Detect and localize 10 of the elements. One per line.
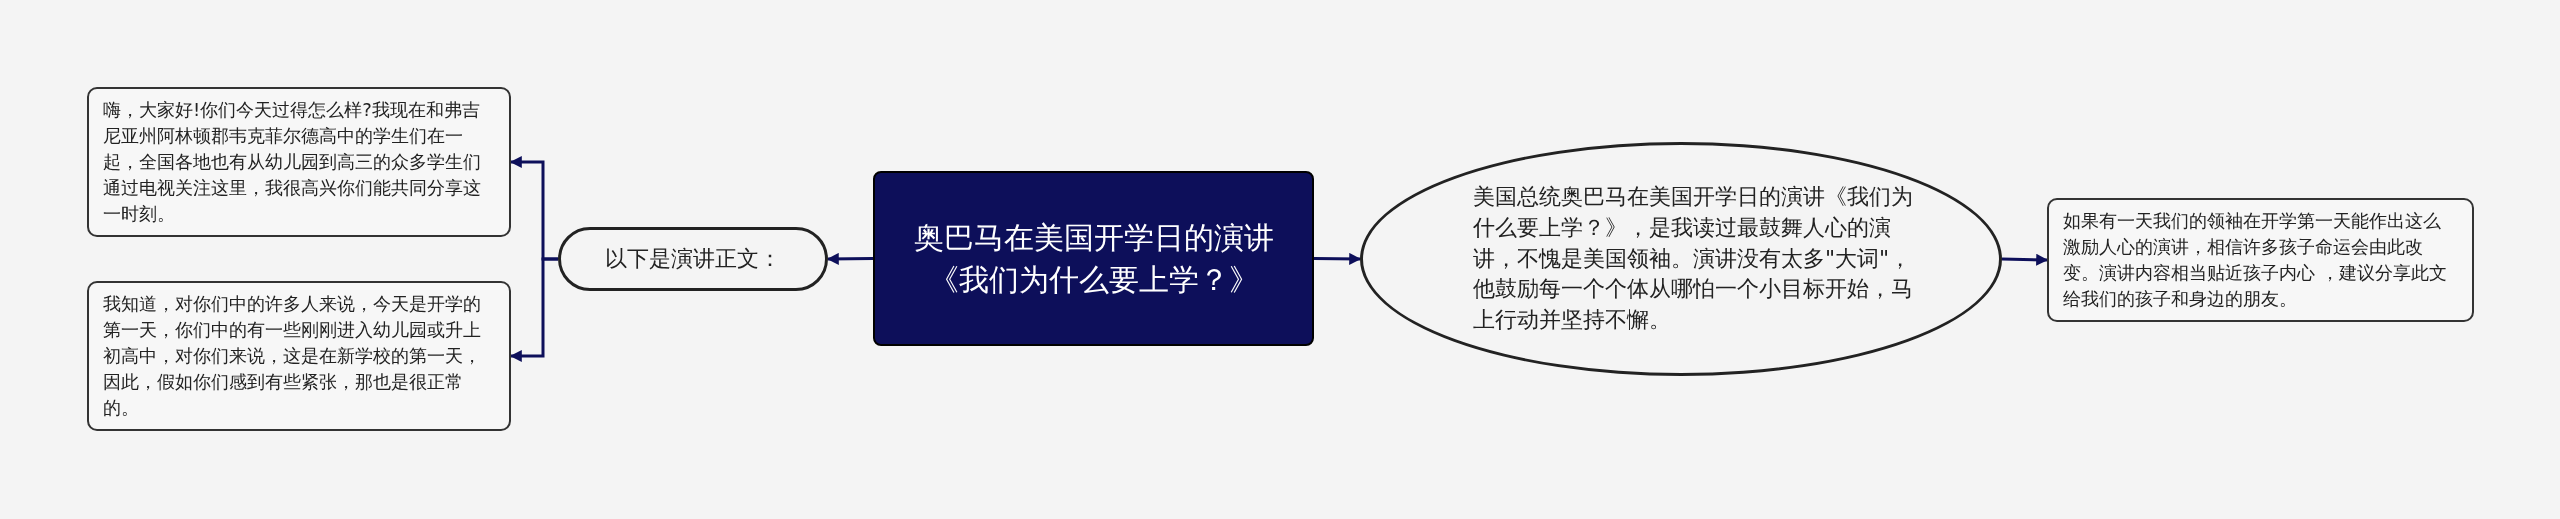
arrow <box>509 257 558 362</box>
text-card: 嗨，大家好!你们今天过得怎么样?我现在和弗吉尼亚州阿林顿郡韦克菲尔德高中的学生们在一起，全国各地也有从幼儿园到高三的众多学生们通过电视关注这里，我很高兴你们能共同分享这一时刻。 <box>87 87 511 237</box>
arrow <box>826 252 873 265</box>
text-card: 如果有一天我们的领袖在开学第一天能作出这么激励人心的演讲，相信许多孩子命运会由此改变。演讲内容相当贴近孩子内心 ，建议分享此文给我们的孩子和身边的朋友。 <box>2047 198 2474 322</box>
arrow <box>1314 252 1362 265</box>
topic-pill: 以下是演讲正文： <box>558 227 828 291</box>
arrow <box>2001 253 2049 266</box>
title-box: 奥巴马在美国开学日的演讲《我们为什么要上学？》 <box>873 171 1314 346</box>
summary-oval: 美国总统奥巴马在美国开学日的演讲《我们为什么要上学？》，是我读过最鼓舞人心的演讲，不愧是美国领袖。演讲没有太多"大词"，他鼓励每一个个体从哪怕一个小目标开始，马上行动并坚持不懈。 <box>1360 142 2002 376</box>
text-card: 我知道，对你们中的许多人来说，今天是开学的第一天，你们中的有一些刚刚进入幼儿园或升上初高中，对你们来说，这是在新学校的第一天，因此，假如你们感到有些紧张，那也是很正常的。 <box>87 281 511 431</box>
